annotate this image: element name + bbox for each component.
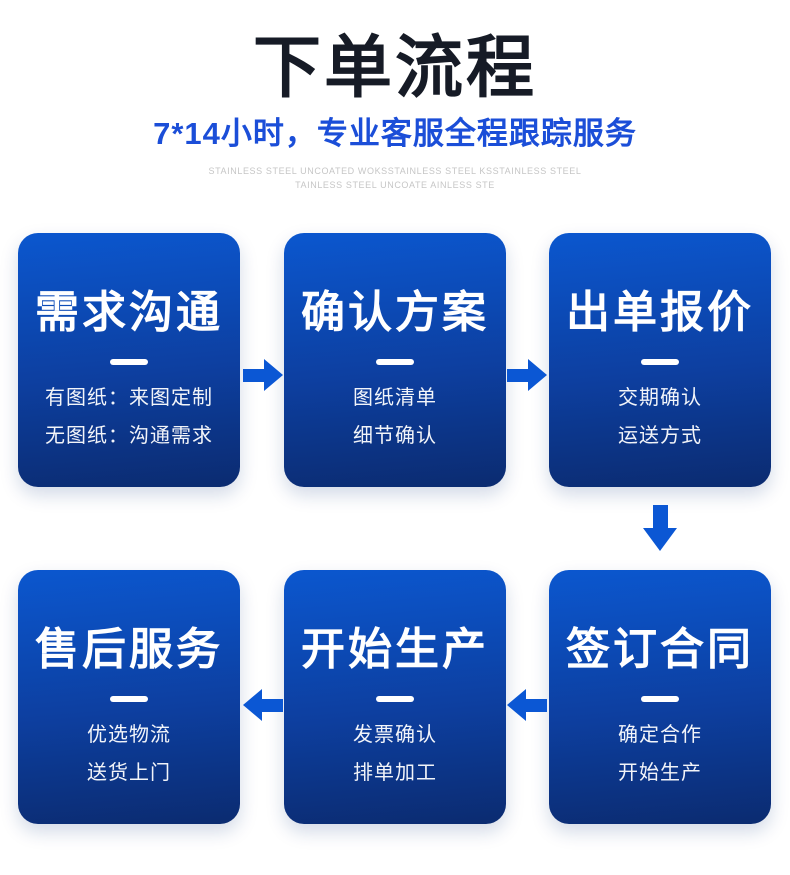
arrow-right-icon (507, 359, 547, 391)
arrow-tail (262, 698, 283, 712)
step-detail-line: 细节确认 (353, 425, 437, 447)
step-card-sign-contract: 签订合同 确定合作 开始生产 (549, 570, 771, 824)
divider-dash (376, 696, 414, 702)
step-card-start-production: 开始生产 发票确认 排单加工 (284, 570, 506, 824)
arrow-right-icon (243, 359, 283, 391)
step-title: 出单报价 (566, 288, 754, 337)
page-title: 下单流程 (252, 30, 537, 106)
step-title: 确认方案 (301, 288, 489, 337)
arrow-head (243, 689, 262, 721)
arrow-head (643, 528, 677, 551)
step-card-after-sales-service: 售后服务 优选物流 送货上门 (18, 570, 240, 824)
step-title: 签订合同 (566, 625, 754, 674)
step-title: 售后服务 (35, 625, 223, 674)
divider-dash (376, 359, 414, 365)
divider-dash (641, 359, 679, 365)
watermark-line-2: TAINLESS STEEL UNCOATE AINLESS STE (295, 180, 495, 190)
arrow-left-icon (243, 689, 283, 721)
step-card-quotation: 出单报价 交期确认 运送方式 (549, 233, 771, 487)
divider-dash (641, 696, 679, 702)
page-subtitle: 7*14小时，专业客服全程跟踪服务 (153, 116, 637, 151)
arrow-tail (526, 698, 547, 712)
arrow-tail (507, 368, 528, 382)
step-detail-line: 排单加工 (353, 762, 437, 784)
step-detail-line: 发票确认 (353, 724, 437, 746)
watermark-line-1: STAINLESS STEEL UNCOATED WOKSSTAINLESS S… (208, 166, 582, 176)
step-card-plan-confirmation: 确认方案 图纸清单 细节确认 (284, 233, 506, 487)
divider-dash (110, 359, 148, 365)
arrow-head (264, 359, 283, 391)
step-detail-line: 送货上门 (87, 762, 171, 784)
header: 下单流程 7*14小时，专业客服全程跟踪服务 STAINLESS STEEL U… (0, 0, 790, 192)
arrow-tail (243, 368, 264, 382)
step-detail-line: 图纸清单 (353, 387, 437, 409)
step-detail-line: 确定合作 (618, 724, 702, 746)
step-detail-line: 有图纸：来图定制 (45, 387, 213, 409)
step-detail-line: 开始生产 (618, 762, 702, 784)
step-title: 需求沟通 (35, 288, 223, 337)
arrow-head (507, 689, 526, 721)
arrow-left-icon (507, 689, 547, 721)
arrow-down-icon (643, 505, 677, 551)
step-title: 开始生产 (301, 625, 489, 674)
arrow-tail (652, 505, 668, 528)
step-detail-line: 运送方式 (618, 425, 702, 447)
step-detail-line: 优选物流 (87, 724, 171, 746)
divider-dash (110, 696, 148, 702)
step-detail-line: 交期确认 (618, 387, 702, 409)
arrow-head (528, 359, 547, 391)
watermark-text: STAINLESS STEEL UNCOATED WOKSSTAINLESS S… (0, 164, 790, 192)
step-card-requirement-communication: 需求沟通 有图纸：来图定制 无图纸：沟通需求 (18, 233, 240, 487)
step-detail-line: 无图纸：沟通需求 (45, 425, 213, 447)
